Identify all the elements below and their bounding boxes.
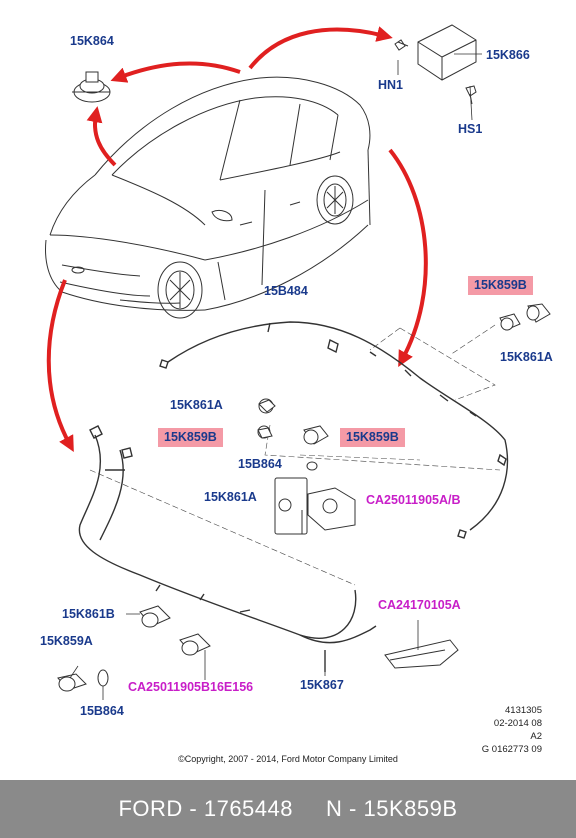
meta-line-4: G 0162773 09 (481, 744, 542, 755)
meta-line-1: 4131305 (505, 705, 542, 716)
front-harness (78, 425, 377, 672)
label-15k861a-mid: 15K861A (170, 398, 223, 412)
label-hn1: HN1 (378, 78, 404, 92)
label-hs1: HS1 (458, 122, 483, 136)
label-15k859b-left: 15K859B (158, 428, 223, 447)
alarm-horn-part (72, 71, 111, 103)
label-15k866: 15K866 (486, 48, 530, 62)
label-15k864-top: 15K864 (70, 34, 114, 48)
label-ca24170105a: CA24170105A (378, 598, 461, 612)
parts-diagram (45, 24, 551, 700)
footer-part-reference: FORD - 1765448 N - 15K859B (118, 796, 458, 821)
label-15k861b: 15K861B (62, 607, 115, 621)
rear-harness (159, 321, 509, 539)
meta-line-2: 02-2014 08 (493, 718, 542, 729)
sensor-parts-middle (257, 398, 356, 535)
dashed-leaders (89, 324, 501, 586)
copyright-notice: ©Copyright, 2007 - 2014, Ford Motor Comp… (178, 754, 398, 764)
control-module-part (394, 24, 477, 105)
label-ca25011905ab: CA25011905A/B (366, 493, 461, 507)
red-arrows (46, 26, 428, 453)
footer-bar: FORD - 1765448 N - 15K859B (0, 780, 576, 838)
drawing-meta: 4131305 02-2014 08 A2 G 0162773 09 (440, 704, 542, 756)
label-15k861a-right: 15K861A (500, 350, 553, 364)
label-15k859b-right: 15K859B (468, 276, 533, 295)
label-ca25011905b16e156: CA25011905B16E156 (128, 680, 254, 694)
label-15b864-mid: 15B864 (238, 457, 282, 471)
meta-line-3: A2 (530, 731, 542, 742)
label-15b864-bottom: 15B864 (80, 704, 124, 718)
label-15k859b-center: 15K859B (340, 428, 405, 447)
car-illustration (45, 76, 371, 319)
label-15k861a-lower: 15K861A (204, 490, 257, 504)
label-15k859a: 15K859A (40, 634, 93, 648)
label-15k867: 15K867 (300, 678, 344, 692)
label-15b484: 15B484 (264, 284, 308, 298)
sensor-parts-right (499, 303, 551, 331)
sensor-parts-front (57, 605, 459, 692)
